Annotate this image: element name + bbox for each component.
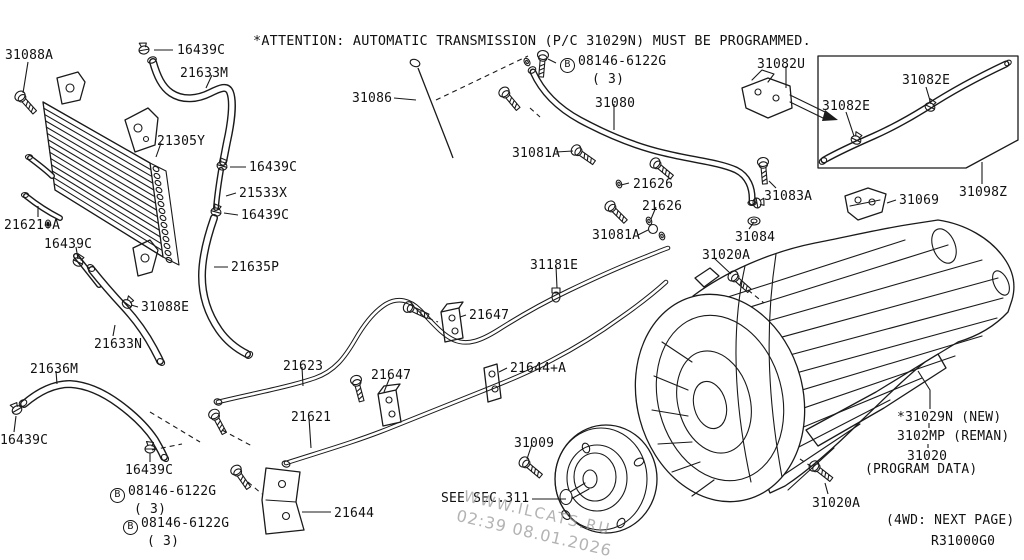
attention-note: *ATTENTION: AUTOMATIC TRANSMISSION (P/C … [253, 33, 811, 49]
inset-box [817, 55, 1019, 169]
label-16439c-6: 16439C [125, 463, 174, 478]
label-16439c-3: 16439C [241, 208, 290, 223]
hose-31098z-drawing [818, 59, 1012, 165]
label-31020: 31020 [907, 449, 948, 464]
label-31029n: *31029N (NEW) [897, 410, 1002, 425]
label-31080: 31080 [595, 96, 636, 111]
washer-icon [657, 230, 667, 242]
hose-21633m-drawing [147, 56, 236, 166]
label-31081a-2: 31081A [592, 228, 641, 243]
label-see-sec-311: SEE SEC.311 [441, 491, 530, 506]
bolt-icon [806, 458, 836, 485]
hose-31080-drawing [527, 66, 757, 207]
label-3102mp: 3102MP (REMAN) [897, 429, 1010, 444]
tube-21533x-drawing [213, 167, 224, 211]
label-21626-2: 21626 [642, 199, 683, 214]
oil-cooler-drawing [20, 71, 180, 277]
bracket-31082u-drawing [741, 69, 838, 121]
label-21623: 21623 [283, 359, 324, 374]
label-21621-plus-a: 21621+A [4, 218, 61, 233]
dashed-lines [149, 55, 813, 495]
label-21635p: 21635P [231, 260, 280, 275]
label-31081a-1: 31081A [512, 146, 561, 161]
label-21621: 21621 [291, 410, 332, 425]
circled-b-icon: B [560, 58, 575, 73]
label-21644-plus-a: 21644+A [510, 361, 567, 376]
label-31098z: 31098Z [959, 185, 1008, 200]
label-31082e-2: 31082E [822, 99, 871, 114]
bracket-21647-lower-drawing [377, 383, 402, 427]
hose-21636m-drawing [18, 379, 170, 463]
bolt-icon [228, 462, 254, 492]
label-21626-1: 21626 [633, 177, 674, 192]
label-31020a-1: 31020A [702, 248, 751, 263]
bracket-21647-upper-drawing [440, 301, 464, 343]
bracket-21644-drawing [261, 467, 305, 535]
bolt-icon [535, 49, 550, 78]
label-31083a: 31083A [764, 189, 813, 204]
label-31082e-1: 31082E [902, 73, 951, 88]
eyelet-icon [647, 223, 659, 235]
label-16439c-1: 16439C [177, 43, 226, 58]
label-31069: 31069 [899, 193, 940, 208]
label-21305y: 21305Y [157, 134, 206, 149]
grommet-31181e-icon [551, 287, 561, 303]
label-bolt-08146-1-qty: ( 3) [134, 502, 167, 517]
label-bolt-08146-2-qty: ( 3) [147, 534, 180, 549]
label-31181e: 31181E [530, 258, 579, 273]
label-21644: 21644 [334, 506, 375, 521]
circled-b-icon: B [123, 520, 138, 535]
washer-icon [522, 56, 532, 68]
label-16439c-5: 16439C [0, 433, 49, 448]
leader-lines [13, 49, 983, 513]
circled-b-icon: B [110, 488, 125, 503]
hose-21635p-drawing [197, 214, 254, 359]
label-21647-1: 21647 [371, 368, 412, 383]
label-21633n: 21633N [94, 337, 143, 352]
bolt-icon [756, 156, 771, 185]
label-31084: 31084 [735, 230, 776, 245]
label-31009: 31009 [514, 436, 555, 451]
bracket-31069-drawing [844, 187, 887, 221]
label-diagram-code: R31000G0 [931, 534, 996, 549]
dipstick-31086-drawing [409, 58, 454, 159]
label-31082u: 31082U [757, 57, 806, 72]
label-bolt-08146-3-qty: ( 3) [592, 72, 625, 87]
bolt-icon [12, 88, 40, 117]
label-31020-note: (PROGRAM DATA) [865, 462, 978, 477]
label-16439c-2: 16439C [249, 160, 298, 175]
bolt-icon [602, 198, 630, 226]
label-21533x: 21533X [239, 186, 288, 201]
clamp-icon [144, 440, 156, 454]
label-21636m: 21636M [30, 362, 79, 377]
label-31088a: 31088A [5, 48, 54, 63]
washer-icon [614, 178, 624, 190]
pipe-21623-drawing [213, 245, 671, 406]
label-21633m: 21633M [180, 66, 229, 81]
label-16439c-4: 16439C [44, 237, 93, 252]
torque-converter-drawing [554, 424, 658, 534]
label-21647-2: 21647 [469, 308, 510, 323]
clamp-icon [137, 41, 151, 56]
label-31088e: 31088E [141, 300, 190, 315]
fitting-icons [44, 56, 761, 303]
label-31020a-2: 31020A [812, 496, 861, 511]
label-4wd-note: (4WD: NEXT PAGE) [886, 513, 1015, 528]
transmission-drawing [634, 219, 1015, 503]
bolt-icon [568, 142, 598, 168]
nut-31084-icon [747, 216, 761, 226]
bracket-21644a-drawing [483, 363, 502, 403]
bolt-icon [516, 454, 545, 481]
bolt-icon [348, 373, 368, 404]
bolt-icon [496, 84, 523, 113]
bolt-icon [401, 299, 431, 322]
label-31086: 31086 [352, 91, 393, 106]
pipe-21621-drawing [281, 279, 669, 468]
